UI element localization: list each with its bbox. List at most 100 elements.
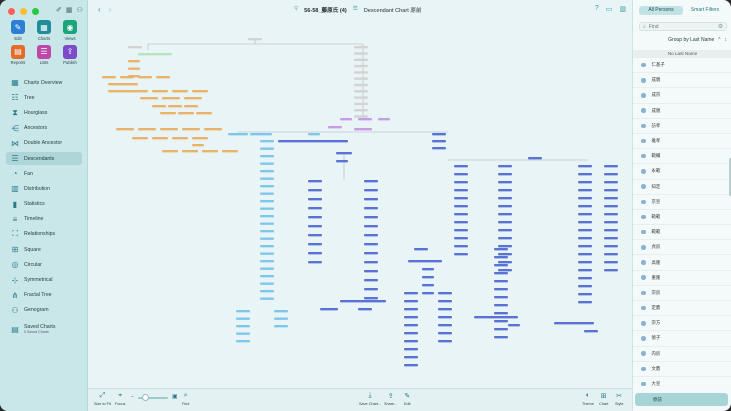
person-node-130[interactable] (454, 221, 468, 224)
persons-scrollbar[interactable] (729, 158, 731, 196)
sort-icon[interactable]: ↕ (724, 36, 728, 43)
person-node-85[interactable] (236, 310, 250, 313)
person-node-181[interactable] (408, 260, 442, 263)
sidebar-item-tree[interactable]: ☷ Tree (6, 91, 82, 104)
selected-person-row[interactable]: 原前 (635, 393, 728, 406)
person-node-96[interactable] (308, 189, 322, 192)
person-node-41[interactable] (354, 58, 368, 61)
person-node-79[interactable] (260, 260, 274, 263)
chart-canvas[interactable] (88, 20, 632, 388)
help-icon[interactable]: ? (594, 5, 599, 12)
sidebar-item-fractal-tree[interactable]: ⋔ Fractal Tree (6, 289, 82, 302)
person-node-7[interactable] (120, 76, 134, 79)
person-node-128[interactable] (454, 205, 468, 208)
person-node-99[interactable] (308, 216, 322, 219)
person-node-46[interactable] (354, 90, 368, 93)
person-node-75[interactable] (260, 230, 274, 233)
person-node-71[interactable] (260, 200, 274, 203)
person-node-14[interactable] (172, 90, 188, 93)
chart-button[interactable]: ⊞ Chart (599, 393, 609, 406)
person-node-50[interactable] (354, 115, 368, 118)
person-node-143[interactable] (498, 229, 512, 232)
sidebar-item-symmetrical[interactable]: ⊹ Symmetrical (6, 273, 82, 286)
person-node-192[interactable] (404, 332, 418, 335)
sidebar-item-relationships[interactable]: ⛶ Relationships (6, 228, 82, 241)
person-node-207[interactable] (494, 272, 508, 275)
person-node-22[interactable] (160, 112, 176, 115)
sidebar-item-hourglass[interactable]: ⧗ Hourglass (6, 106, 82, 119)
zoom-in-icon[interactable]: ▣ (172, 394, 178, 400)
minimize-window-button[interactable] (20, 8, 27, 15)
person-node-156[interactable] (578, 221, 592, 224)
person-node-107[interactable] (364, 198, 378, 201)
person-node-55[interactable] (354, 128, 372, 131)
person-node-169[interactable] (604, 181, 618, 184)
list-item[interactable]: 大宣 (633, 377, 731, 389)
list-item[interactable]: 定鷹 (633, 301, 731, 317)
person-node-13[interactable] (152, 90, 168, 93)
sidebar-tile-charts[interactable]: ▦ Charts (32, 20, 56, 41)
person-node-212[interactable] (494, 312, 508, 315)
person-node-191[interactable] (404, 324, 418, 327)
person-node-66[interactable] (260, 162, 274, 165)
save-chart-button[interactable]: ⤓ Save Chart... (359, 392, 382, 406)
person-node-218[interactable] (554, 322, 594, 325)
person-node-200[interactable] (438, 316, 452, 319)
person-node-203[interactable] (438, 340, 452, 343)
person-node-102[interactable] (308, 243, 322, 246)
person-node-15[interactable] (192, 90, 208, 93)
person-node-97[interactable] (308, 198, 322, 201)
zoom-out-icon[interactable]: – (131, 394, 134, 400)
person-node-177[interactable] (604, 245, 618, 248)
close-window-button[interactable] (8, 8, 15, 15)
person-node-100[interactable] (308, 225, 322, 228)
person-node-184[interactable] (422, 276, 434, 279)
person-node-121[interactable] (358, 308, 372, 311)
person-node-105[interactable] (364, 180, 378, 183)
person-node-6[interactable] (102, 76, 116, 79)
person-node-35[interactable] (182, 150, 198, 153)
sidebar-item-genogram[interactable]: ⚇ Genogram (6, 304, 82, 317)
person-node-91[interactable] (274, 317, 288, 320)
person-node-58[interactable] (308, 133, 320, 136)
sidebar-item-timeline[interactable]: ≡ Timeline (6, 213, 82, 226)
people-icon[interactable]: ⚇ (76, 7, 83, 14)
person-node-186[interactable] (422, 292, 434, 295)
person-node-21[interactable] (184, 105, 198, 108)
person-node-182[interactable] (414, 248, 428, 251)
person-node-36[interactable] (202, 150, 218, 153)
person-node-53[interactable] (378, 118, 390, 121)
theme-button[interactable]: ◐ Theme (582, 392, 594, 406)
person-node-120[interactable] (320, 308, 338, 311)
person-node-164[interactable] (578, 285, 592, 288)
list-item[interactable]: 永範 (633, 164, 731, 180)
find-button[interactable]: ⌕ Find (182, 392, 190, 406)
person-node-11[interactable] (108, 90, 138, 93)
person-node-132[interactable] (454, 237, 468, 240)
list-item[interactable]: 雅孝 (633, 134, 731, 150)
person-node-88[interactable] (236, 332, 250, 335)
person-node-122[interactable] (528, 157, 542, 160)
person-node-3[interactable] (128, 60, 140, 63)
person-node-12[interactable] (132, 90, 148, 93)
person-node-72[interactable] (260, 207, 274, 210)
person-node-129[interactable] (454, 213, 468, 216)
person-node-25[interactable] (116, 128, 134, 131)
person-node-166[interactable] (578, 301, 592, 304)
person-node-114[interactable] (364, 261, 378, 264)
person-node-178[interactable] (604, 253, 618, 256)
person-node-30[interactable] (132, 137, 148, 140)
sidebar-item-square[interactable]: ⊞ Square (6, 243, 82, 256)
person-node-98[interactable] (308, 207, 322, 210)
list-item[interactable]: 内房 (633, 347, 731, 362)
person-node-175[interactable] (604, 229, 618, 232)
person-node-2[interactable] (138, 53, 172, 56)
person-node-206[interactable] (494, 264, 508, 267)
person-node-204[interactable] (494, 248, 508, 251)
person-node-162[interactable] (578, 269, 592, 272)
person-node-176[interactable] (604, 237, 618, 240)
list-icon[interactable]: ▦ (65, 7, 73, 14)
person-node-127[interactable] (454, 197, 468, 200)
person-node-153[interactable] (578, 197, 592, 200)
person-node-147[interactable] (498, 261, 512, 264)
